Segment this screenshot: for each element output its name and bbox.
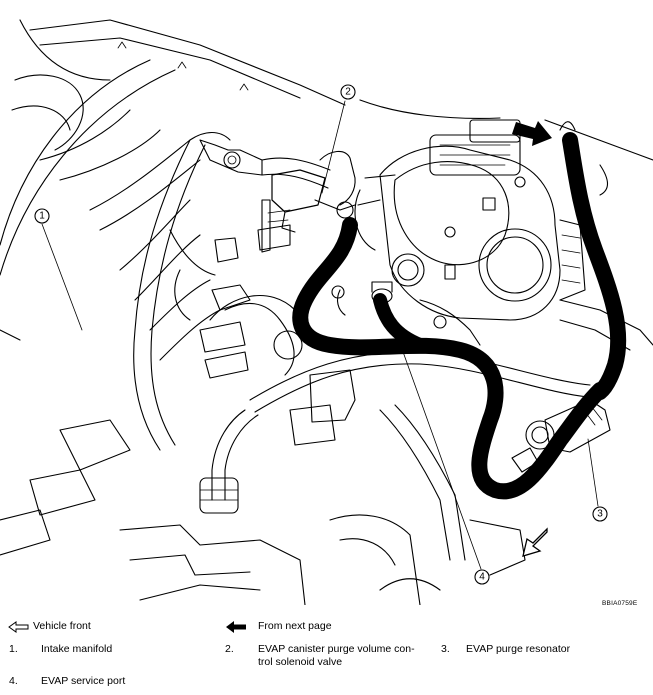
legend-item-2-number: 2. — [225, 643, 234, 655]
from-next-page-arrow-icon — [512, 121, 552, 146]
evap-purge-resonator — [511, 399, 611, 473]
evap-hose-from-next-page — [559, 121, 627, 400]
leader-lines — [41, 100, 599, 570]
legend-item-2-label-line2: trol solenoid valve — [258, 656, 343, 668]
purge-solenoid-valve — [257, 150, 356, 253]
vehicle-front-arrow-icon — [522, 527, 548, 557]
callout-3: 3 — [592, 506, 608, 522]
vehicle-front-label: Vehicle front — [33, 620, 91, 632]
evap-hose-main — [292, 217, 608, 500]
svg-text:4: 4 — [479, 572, 485, 583]
callout-4: 4 — [474, 569, 490, 585]
legend-item-1-label: Intake manifold — [41, 643, 113, 655]
engine-block — [0, 229, 526, 605]
svg-text:1: 1 — [39, 211, 45, 222]
legend-item-3-number: 3. — [441, 643, 450, 655]
from-next-page-label: From next page — [258, 620, 332, 632]
legend-item-4-number: 4. — [9, 675, 18, 687]
throttle-body — [354, 119, 586, 321]
engine-bay-diagram: 1 2 3 4 — [0, 19, 653, 605]
vehicle-front-legend-icon — [8, 621, 29, 633]
callout-2: 2 — [340, 84, 356, 100]
svg-text:3: 3 — [597, 509, 603, 520]
legend-item-4-label: EVAP service port — [41, 675, 126, 687]
legend-item-3-label: EVAP purge resonator — [466, 643, 571, 655]
vacuum-tube — [199, 351, 591, 514]
figure-code: BBIA0759E — [602, 600, 638, 607]
right-side-outline — [359, 99, 653, 351]
lower-pipework — [199, 284, 481, 561]
callout-1: 1 — [34, 208, 50, 224]
svg-text:2: 2 — [345, 87, 351, 98]
legend-item-1-number: 1. — [9, 643, 18, 655]
from-next-page-legend-icon — [226, 621, 246, 633]
legend-item-2-label-line1: EVAP canister purge volume con- — [258, 643, 415, 655]
intake-manifold-outline — [0, 19, 346, 451]
evap-service-port — [371, 281, 427, 352]
upper-bracket — [199, 139, 331, 189]
